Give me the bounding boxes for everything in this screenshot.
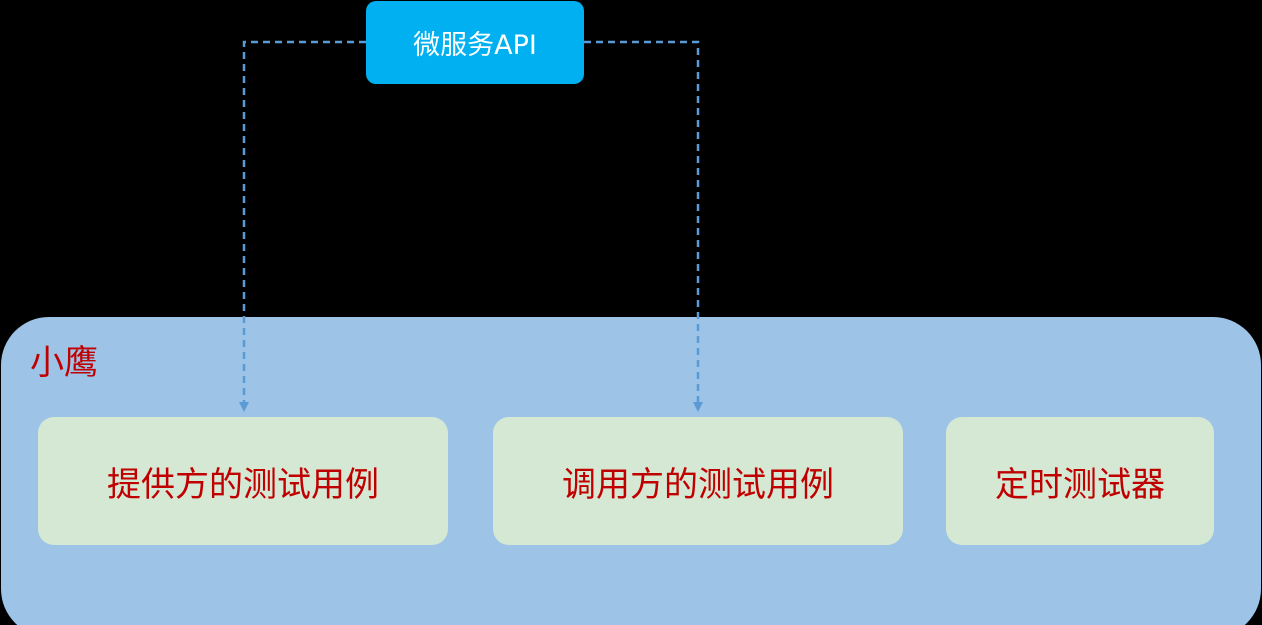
microservice-api-label: 微服务API — [413, 30, 537, 61]
microservice-api-box: 微服务API — [366, 1, 584, 84]
container-label: 小鹰 — [30, 343, 98, 383]
consumer-test-cases-label: 调用方的测试用例 — [562, 464, 834, 505]
provider-test-cases-label: 提供方的测试用例 — [107, 464, 379, 505]
scheduled-tester-label: 定时测试器 — [995, 464, 1165, 505]
api-to-provider-arrow — [239, 40, 366, 412]
consumer-test-cases-box: 调用方的测试用例 — [493, 417, 903, 545]
api-to-consumer-arrow — [584, 40, 703, 412]
provider-test-cases-box: 提供方的测试用例 — [38, 417, 448, 545]
scheduled-tester-box: 定时测试器 — [946, 417, 1214, 545]
